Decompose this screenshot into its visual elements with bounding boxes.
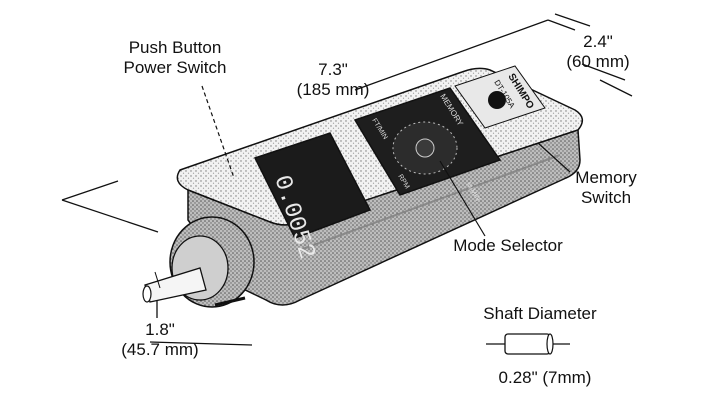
shaft-diameter-value: 0.28" (7mm) (498, 368, 592, 387)
mode-selector-label: Mode Selector (453, 236, 563, 255)
brand-plate (454, 65, 546, 129)
width-dimension (554, 13, 633, 97)
width-label: 2.4" (60 mm) (548, 32, 648, 72)
width-inches: 2.4" (583, 32, 613, 51)
memory-switch-label: Memory Switch (556, 168, 656, 208)
push-button-label-line2: Power Switch (123, 58, 227, 77)
lcd-display (253, 132, 372, 239)
push-button-leader (201, 85, 235, 179)
height-mm: (45.7 mm) (121, 340, 199, 359)
length-mm: (185 mm) (296, 80, 370, 99)
length-inches: 7.3" (318, 60, 348, 79)
height-dimension (149, 298, 253, 346)
length-dimension (61, 19, 576, 233)
height-label: 1.8" (45.7 mm) (110, 320, 210, 360)
push-button-label: Push Button Power Switch (110, 38, 240, 78)
memory-leader (537, 142, 571, 173)
height-inches: 1.8" (145, 320, 175, 339)
mode-selector-leader (439, 160, 486, 237)
memory-switch-label-line2: Switch (580, 188, 632, 207)
memory-button (488, 91, 506, 109)
mode-selector-panel (353, 87, 502, 196)
shaft-diameter-title: Shaft Diameter (483, 304, 597, 323)
width-mm: (60 mm) (566, 52, 630, 71)
shaft-diameter-icon (486, 333, 570, 355)
memory-switch-label-line1: Memory (575, 168, 637, 187)
push-button-label-line1: Push Button (128, 38, 222, 57)
length-label: 7.3" (185 mm) (283, 60, 383, 100)
shaft-assembly (142, 216, 255, 308)
